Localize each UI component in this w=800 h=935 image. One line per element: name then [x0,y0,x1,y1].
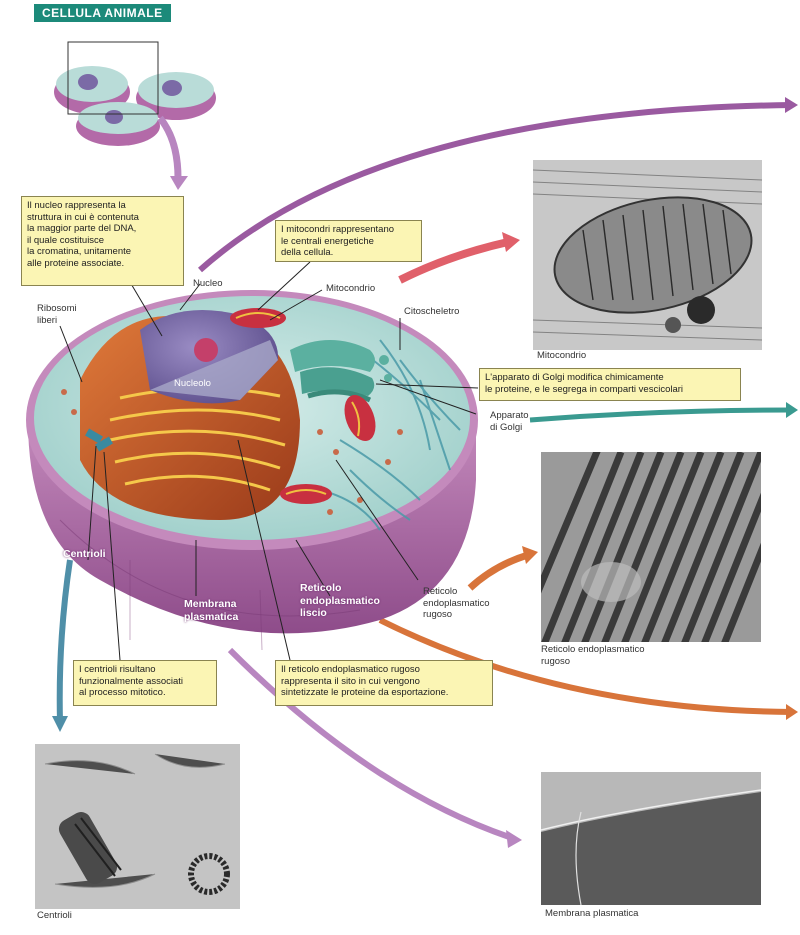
caption-plasma-membrane: Membrana plasmatica [545,908,638,920]
label-plasma-membrane: Membrana plasmatica [184,598,238,623]
caption-centrioles: Centrioli [37,910,72,922]
rough-er-micrograph [541,452,761,642]
callout-nucleus: Il nucleo rappresenta la struttura in cu… [21,196,184,286]
callout-centrioles: I centrioli risultano funzionalmente ass… [73,660,217,706]
callout-mitochondria: I mitocondri rappresentano le centrali e… [275,220,422,262]
label-nucleolus: Nucleolo [174,378,211,390]
arrow-rough-er [470,555,528,588]
label-mitochondrion: Mitocondrio [326,283,375,295]
label-free-ribosomes: Ribosomi liberi [37,303,77,326]
caption-mitochondrion: Mitocondrio [537,350,586,362]
label-cytoskeleton: Citoscheletro [404,306,459,318]
centrioles-micrograph [35,744,240,909]
arrow-golgi [530,410,792,420]
label-smooth-er: Reticolo endoplasmatico liscio [300,582,380,620]
label-rough-er: Reticolo endoplasmatico rugoso [423,586,490,621]
thumbnail-cells [54,42,216,146]
callout-rough-er: Il reticolo endoplasmatico rugoso rappre… [275,660,493,706]
callout-golgi: L'apparato di Golgi modifica chimicament… [479,368,741,401]
label-nucleus: Nucleo [193,278,223,290]
arrow-centrioles [60,560,70,722]
plasma-membrane-micrograph [541,772,761,905]
label-centrioles: Centrioli [63,548,106,561]
caption-rough-er: Reticolo endoplasmatico rugoso [541,644,645,667]
mitochondrion-micrograph [533,160,762,350]
label-golgi-apparatus: Apparato di Golgi [490,410,529,433]
